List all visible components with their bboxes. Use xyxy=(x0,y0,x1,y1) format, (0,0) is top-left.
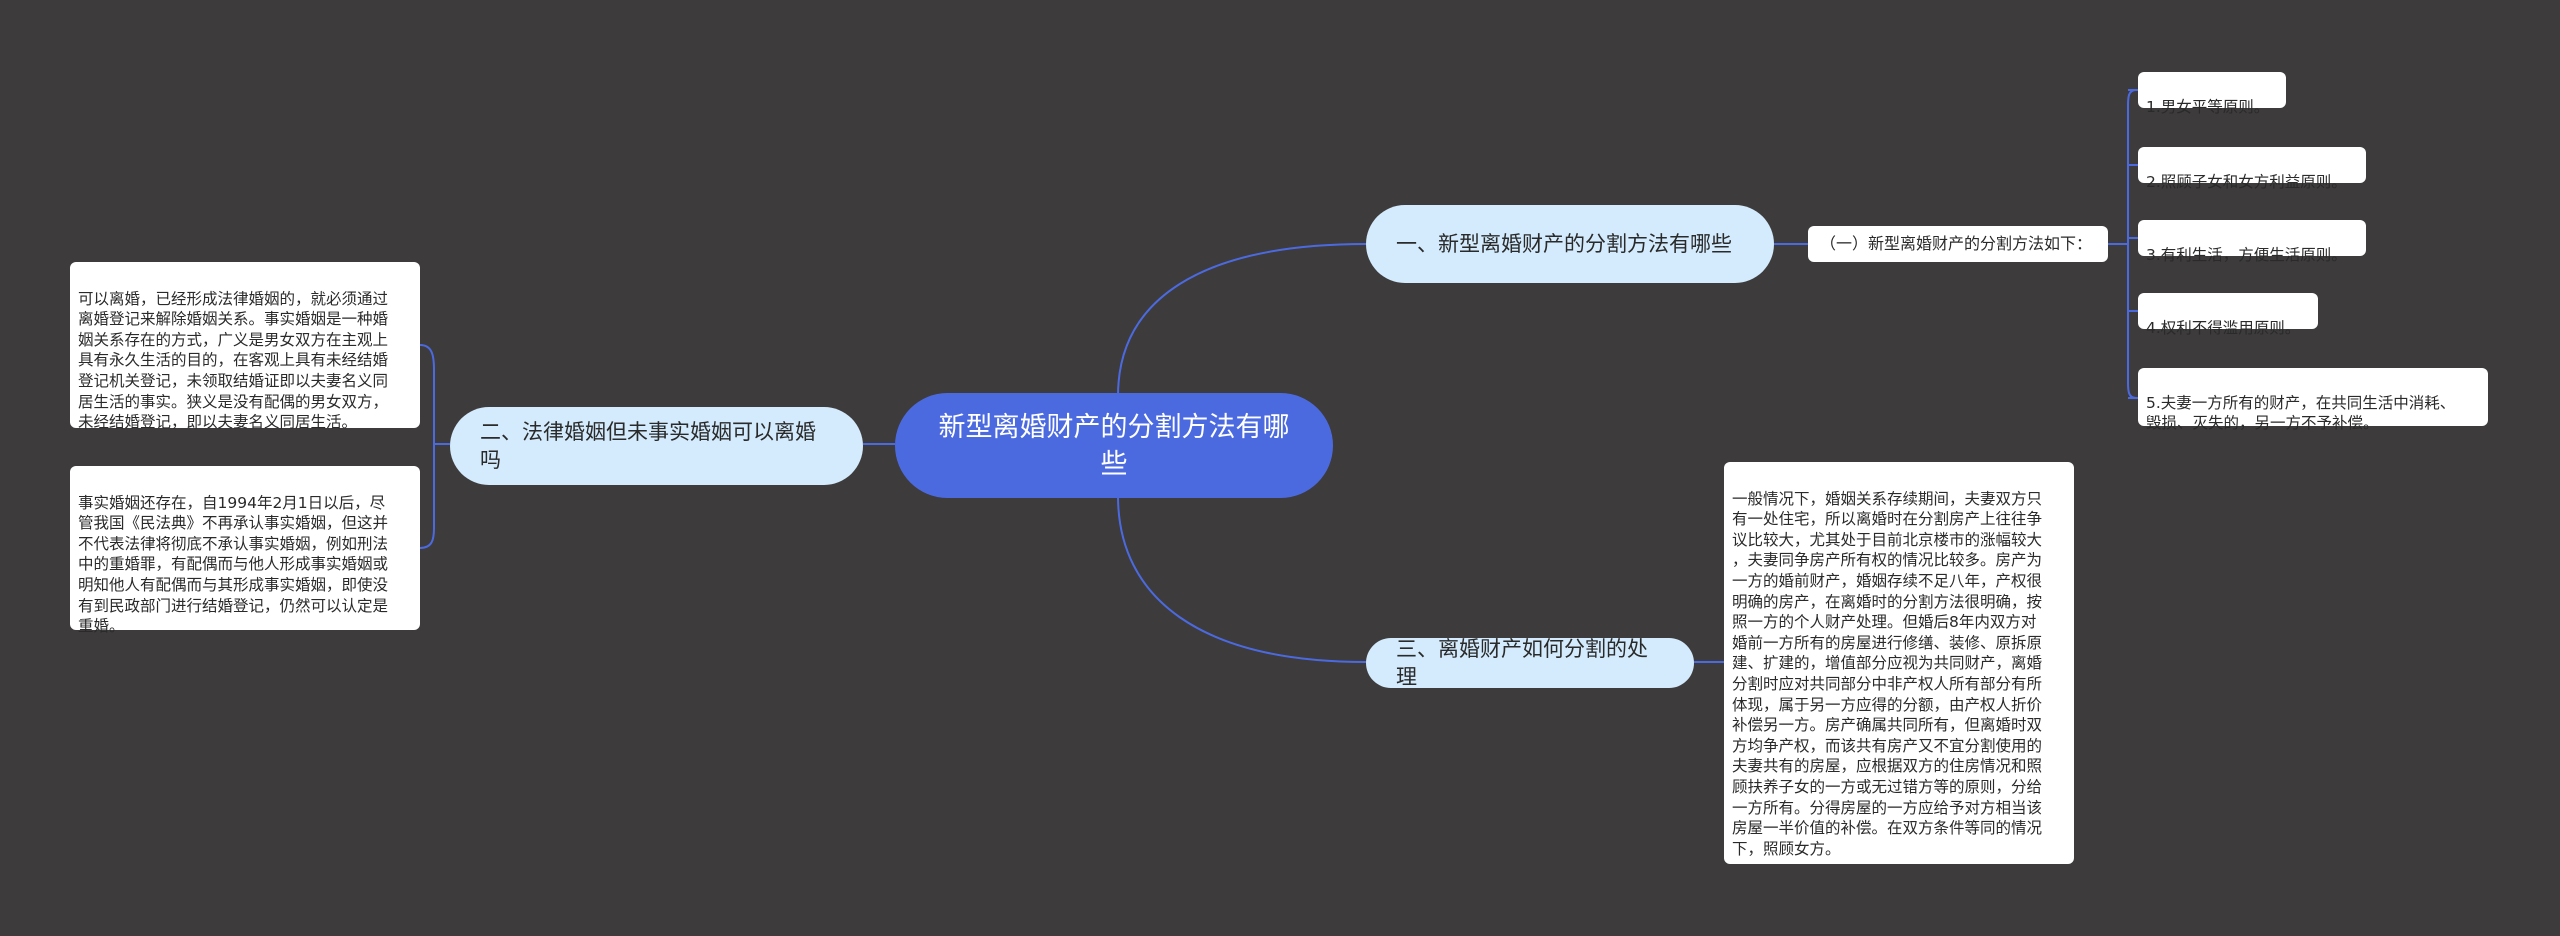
bracket-branch1-items xyxy=(2127,89,2137,399)
branch3-paragraph-text: 一般情况下，婚姻关系存续期间，夫妻双方只 有一处住宅，所以离婚时在分割房产上往往… xyxy=(1732,489,2043,858)
link-root-branch1 xyxy=(1117,243,1367,397)
branch3-topic[interactable]: 三、离婚财产如何分割的处理 xyxy=(1366,637,1694,689)
branch1-item-4-label: 4.权利不得滥用原则。 xyxy=(2146,318,2301,337)
branch1-item-5-label: 5.夫妻一方所有的财产，在共同生活中消耗、 毁损、灭失的，另一方不予补偿。 xyxy=(2146,393,2456,433)
link-root-branch3 xyxy=(1117,495,1367,663)
branch2-topic[interactable]: 二、法律婚姻但未事实婚姻可以离婚吗 xyxy=(450,407,863,485)
branch1-item-2[interactable]: 2.照顾子女和女方利益原则。 xyxy=(2138,147,2366,191)
branch2-paragraph-2-text: 事实婚姻还存在，自1994年2月1日以后，尽 管我国《民法典》不再承认事实婚姻，… xyxy=(78,493,389,636)
branch1-subtitle[interactable]: （一）新型离婚财产的分割方法如下： xyxy=(1808,226,2108,262)
branch1-topic-label: 一、新型离婚财产的分割方法有哪些 xyxy=(1396,232,1732,256)
branch1-item-2-label: 2.照顾子女和女方利益原则。 xyxy=(2146,172,2347,191)
branch1-item-1[interactable]: 1.男女平等原则。 xyxy=(2138,72,2286,116)
branch3-paragraph[interactable]: 一般情况下，婚姻关系存续期间，夫妻双方只 有一处住宅，所以离婚时在分割房产上往往… xyxy=(1724,462,2074,864)
branch1-topic[interactable]: 一、新型离婚财产的分割方法有哪些 xyxy=(1366,205,1774,283)
branch1-item-4[interactable]: 4.权利不得滥用原则。 xyxy=(2138,293,2318,337)
branch3-topic-label: 三、离婚财产如何分割的处理 xyxy=(1396,637,1648,689)
root-topic[interactable]: 新型离婚财产的分割方法有哪些 xyxy=(895,393,1333,498)
branch1-item-1-label: 1.男女平等原则。 xyxy=(2146,97,2270,116)
branch2-paragraph-1-text: 可以离婚，已经形成法律婚姻的，就必须通过 离婚登记来解除婚姻关系。事实婚姻是一种… xyxy=(78,289,389,432)
bracket-branch2-paragraphs xyxy=(419,344,435,549)
branch1-subtitle-label: （一）新型离婚财产的分割方法如下： xyxy=(1820,234,2093,253)
branch1-item-5[interactable]: 5.夫妻一方所有的财产，在共同生活中消耗、 毁损、灭失的，另一方不予补偿。 xyxy=(2138,368,2488,432)
branch2-paragraph-1[interactable]: 可以离婚，已经形成法律婚姻的，就必须通过 离婚登记来解除婚姻关系。事实婚姻是一种… xyxy=(70,262,420,431)
branch1-item-3-label: 3.有利生活，方便生活原则。 xyxy=(2146,245,2347,264)
branch2-paragraph-2[interactable]: 事实婚姻还存在，自1994年2月1日以后，尽 管我国《民法典》不再承认事实婚姻，… xyxy=(70,466,420,635)
branch2-topic-label: 二、法律婚姻但未事实婚姻可以离婚吗 xyxy=(480,420,816,472)
branch1-item-3[interactable]: 3.有利生活，方便生活原则。 xyxy=(2138,220,2366,264)
root-topic-label: 新型离婚财产的分割方法有哪些 xyxy=(938,411,1290,480)
